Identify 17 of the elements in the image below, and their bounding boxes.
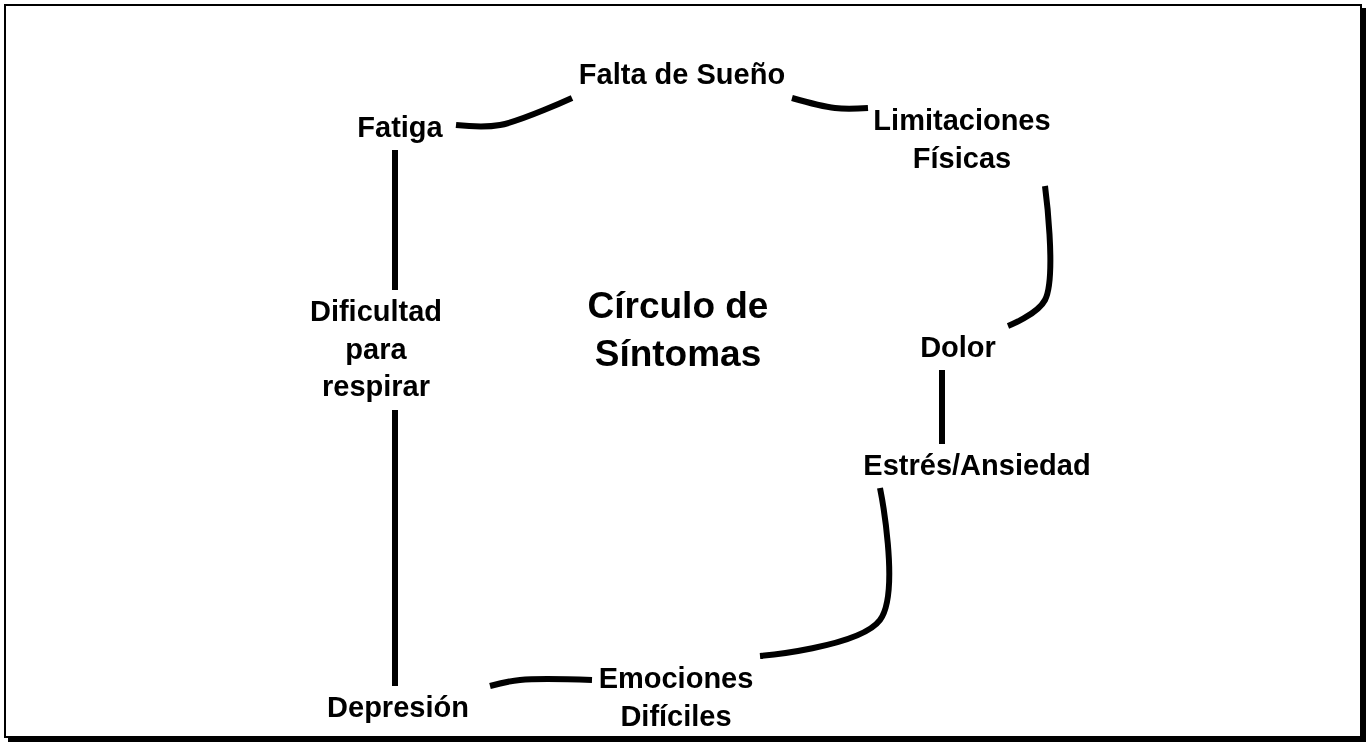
symptom-label: Dolor xyxy=(920,330,996,366)
connector-arc xyxy=(1006,185,1054,329)
symptom-label: Dificultad para respirar xyxy=(308,294,444,405)
symptom-label: Falta de Sueño xyxy=(578,57,786,93)
connector-arc xyxy=(455,95,574,130)
symptom-label: Fatiga xyxy=(357,110,443,146)
symptom-label: Estrés/Ansiedad xyxy=(863,448,1091,484)
connector-arc xyxy=(939,370,945,444)
connector-arc xyxy=(791,95,869,112)
diagram-title: Círculo de Síntomas xyxy=(586,284,770,377)
connector-arc xyxy=(392,410,398,686)
symptom-label: Emociones Difíciles xyxy=(597,661,755,734)
symptom-label: Limitaciones Físicas xyxy=(872,103,1052,176)
symptom-label: Depresión xyxy=(327,690,469,726)
connector-arc xyxy=(392,150,398,290)
connector-arc xyxy=(759,487,893,659)
connector-arc xyxy=(489,676,593,689)
